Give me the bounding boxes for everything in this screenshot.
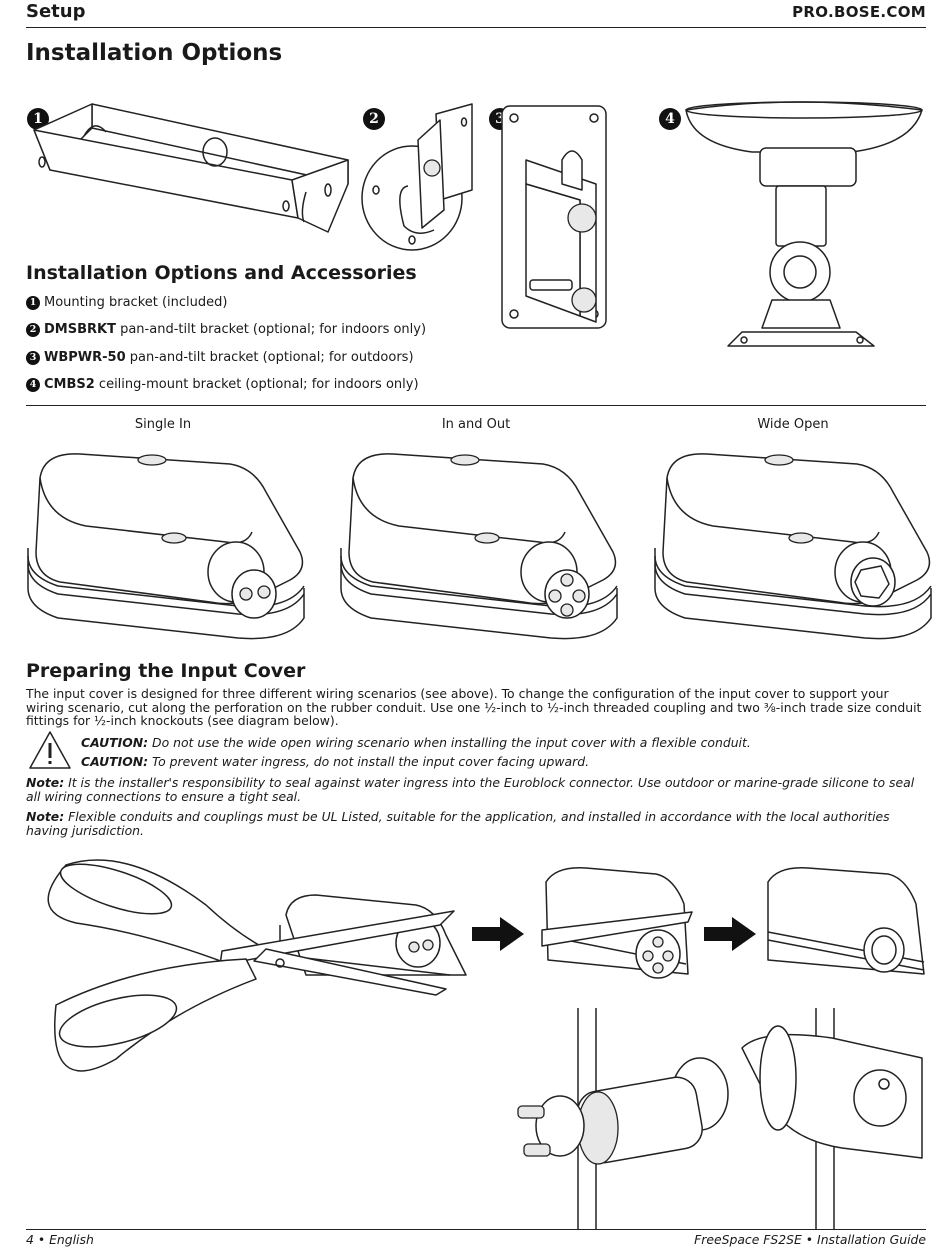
option-badge-1: 1 — [27, 108, 49, 130]
note-label-2: Note: — [26, 809, 65, 824]
footer-divider — [26, 1229, 926, 1230]
input-cover-in-and-out-illustration — [340, 453, 618, 640]
cmbs2-ceiling-bracket-illustration — [685, 101, 923, 347]
accessory-text-1: Mounting bracket (included) — [44, 295, 228, 310]
dmsbrkt-bracket-illustration — [361, 103, 473, 251]
accessory-code-3: WBPWR-50 — [44, 350, 126, 365]
page-title: Installation Options — [26, 40, 283, 66]
input-cover-body: The input cover is designed for three di… — [26, 686, 922, 729]
document-title: FreeSpace FS2SE • Installation Guide — [694, 1232, 926, 1247]
caution-water-ingress: CAUTION: To prevent water ingress, do no… — [81, 754, 589, 769]
accessory-text-2: pan-and-tilt bracket (optional; for indo… — [115, 322, 427, 337]
caption-in-and-out: In and Out — [441, 417, 511, 432]
option-badge-2: 2 — [363, 108, 385, 130]
section-divider — [26, 405, 926, 406]
caption-single-in: Single In — [134, 417, 192, 432]
accessory-text-3: pan-and-tilt bracket (optional; for outd… — [125, 350, 414, 365]
arrow-right-icon — [472, 917, 524, 951]
accessory-badge-3: 3 — [26, 351, 40, 365]
input-cover-wide-open-illustration — [654, 453, 932, 640]
note-seal-connector: Note: It is the installer's responsibili… — [26, 776, 928, 803]
opened-cover-illustration — [767, 867, 925, 975]
note-text-1: It is the installer's responsibility to … — [26, 775, 915, 804]
caution-label-2: CAUTION: — [81, 754, 149, 769]
wbpwr50-bracket-illustration — [501, 105, 607, 329]
warning-icon — [29, 731, 71, 769]
accessory-code-2: DMSBRKT — [44, 322, 116, 337]
accessory-badge-2: 2 — [26, 323, 40, 337]
note-label-1: Note: — [26, 775, 65, 790]
input-cover-single-in-illustration — [27, 453, 305, 640]
page-number: 4 • English — [26, 1232, 94, 1247]
accessory-item-1: 1 Mounting bracket (included) — [26, 295, 227, 310]
accessory-item-2: 2 DMSBRKT pan-and-tilt bracket (optional;… — [26, 322, 426, 337]
accessories-title: Installation Options and Accessories — [26, 262, 417, 284]
caution-label-1: CAUTION: — [81, 735, 149, 750]
accessory-item-4: 4 CMBS2 ceiling-mount bracket (optional; … — [26, 377, 419, 392]
section-title: Setup — [26, 1, 86, 22]
mounting-bracket-illustration — [33, 103, 349, 233]
header-divider — [26, 27, 926, 28]
accessory-text-4: ceiling-mount bracket (optional; for ind… — [94, 377, 419, 392]
caution-text-1: Do not use the wide open wiring scenario… — [148, 735, 751, 750]
accessory-badge-1: 1 — [26, 296, 40, 310]
accessory-badge-4: 4 — [26, 378, 40, 392]
option-badge-4: 4 — [659, 108, 681, 130]
input-cover-title: Preparing the Input Cover — [26, 660, 306, 682]
accessory-item-3: 3 WBPWR-50 pan-and-tilt bracket (optional… — [26, 350, 414, 365]
note-ul-listed: Note: Flexible conduits and couplings mu… — [26, 810, 928, 837]
site-link[interactable]: PRO.BOSE.COM — [792, 3, 926, 21]
caution-flexible-conduit: CAUTION: Do not use the wide open wiring… — [81, 735, 751, 750]
cut-cover-illustration — [541, 867, 693, 979]
note-text-2: Flexible conduits and couplings must be … — [26, 809, 890, 838]
cutting-step-illustration — [47, 859, 467, 1072]
caption-wide-open: Wide Open — [757, 417, 829, 432]
conduit-installation-illustration — [517, 1008, 923, 1230]
accessory-code-4: CMBS2 — [44, 377, 95, 392]
caution-text-2: To prevent water ingress, do not install… — [148, 754, 590, 769]
arrow-right-icon — [704, 917, 756, 951]
